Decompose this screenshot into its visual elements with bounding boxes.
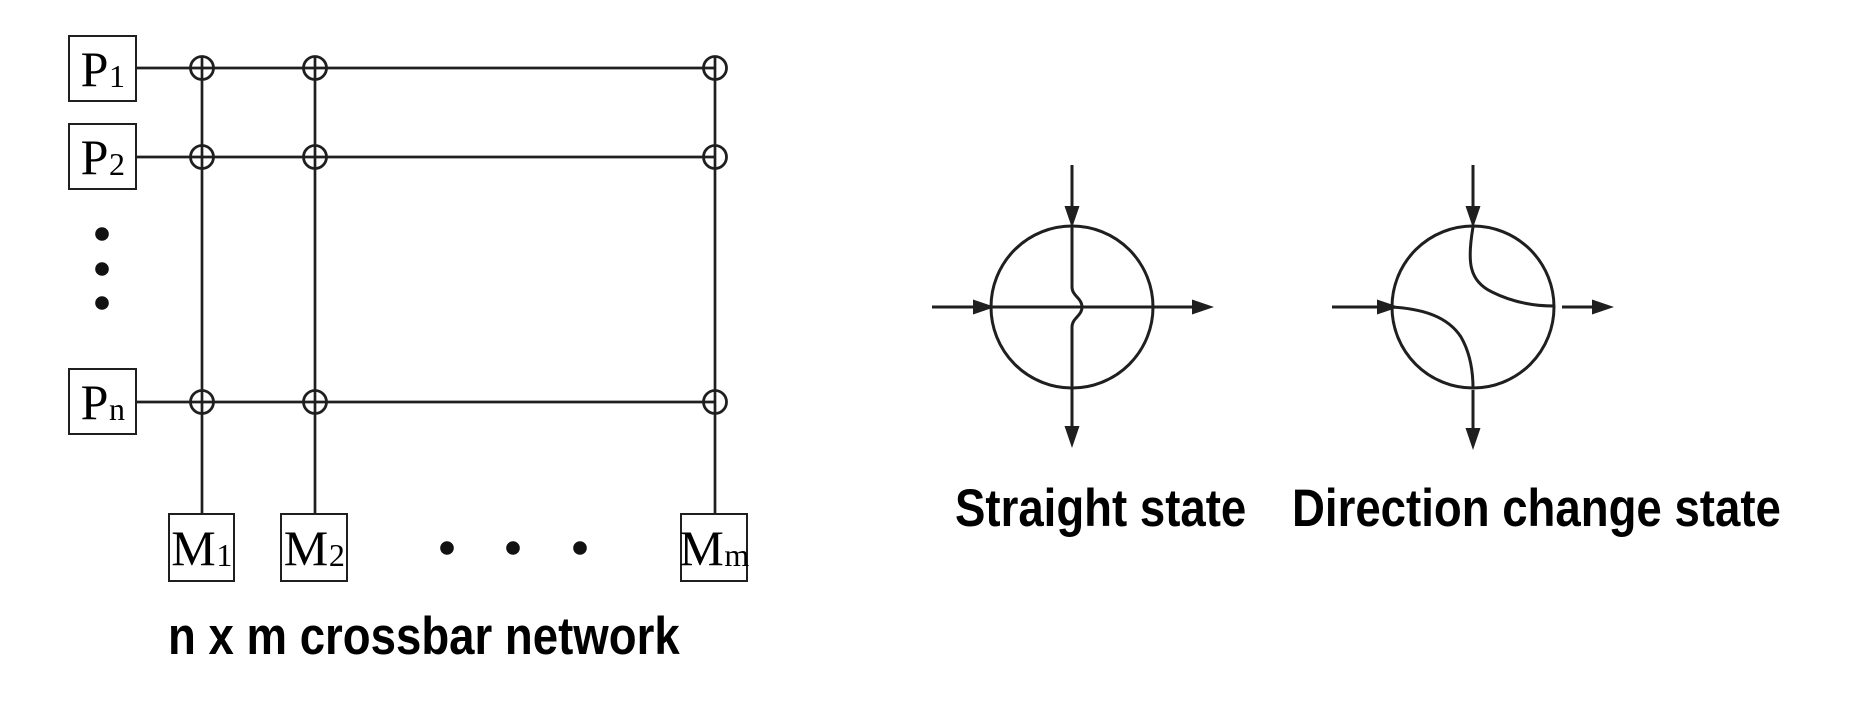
arrowhead-right-icon	[1377, 299, 1399, 315]
crossbar-grid	[137, 57, 717, 513]
processor-label-sub: 1	[109, 58, 126, 95]
crosspoint-circle	[189, 144, 215, 170]
crosspoint-circle	[702, 389, 728, 415]
processor-label: P	[80, 373, 109, 430]
memory-label-sub: m	[724, 537, 750, 574]
vertical-ellipsis-dots-icon	[95, 227, 109, 310]
switch-circle	[1390, 224, 1556, 390]
arrowhead-down-icon	[1465, 206, 1481, 228]
straight-vertical-jog-path	[1070, 227, 1084, 389]
arrowhead-down-icon	[1064, 206, 1080, 228]
processor-label-sub: 2	[109, 146, 126, 183]
dc-top-to-right-curve	[1468, 226, 1555, 308]
crosspoint-circle	[702, 55, 728, 81]
direction-change-state-label: Direction change state	[1292, 479, 1781, 538]
crosspoint-circles	[189, 55, 728, 415]
memory-label-sub: 1	[216, 537, 233, 574]
horizontal-ellipsis-dots-icon	[440, 541, 587, 555]
dc-left-to-bottom-curve	[1391, 305, 1475, 389]
arrowhead-right-icon	[1592, 299, 1614, 315]
crosspoint-circle	[189, 389, 215, 415]
arrowhead-down-icon	[1465, 428, 1481, 450]
crosspoint-circle	[302, 389, 328, 415]
crosspoint-circle	[702, 144, 728, 170]
crosspoint-circle	[302, 55, 328, 81]
arrowhead-down-icon	[1064, 426, 1080, 448]
memory-label: M	[283, 519, 329, 576]
arrowhead-right-icon	[973, 299, 995, 315]
arrowhead-right-icon	[1192, 299, 1214, 315]
direction-change-state-switch	[1332, 165, 1614, 450]
processor-label: P	[80, 128, 109, 185]
crosspoint-circle	[189, 55, 215, 81]
memory-label: M	[171, 519, 216, 576]
crosspoint-circle	[302, 144, 328, 170]
straight-state-switch	[932, 165, 1214, 448]
processor-label: P	[80, 40, 109, 97]
memory-label-sub: 2	[328, 537, 345, 574]
memory-label: M	[679, 519, 724, 576]
processor-label-sub: n	[109, 391, 126, 428]
crossbar-caption: n x m crossbar network	[168, 607, 680, 666]
straight-state-label: Straight state	[955, 479, 1247, 538]
